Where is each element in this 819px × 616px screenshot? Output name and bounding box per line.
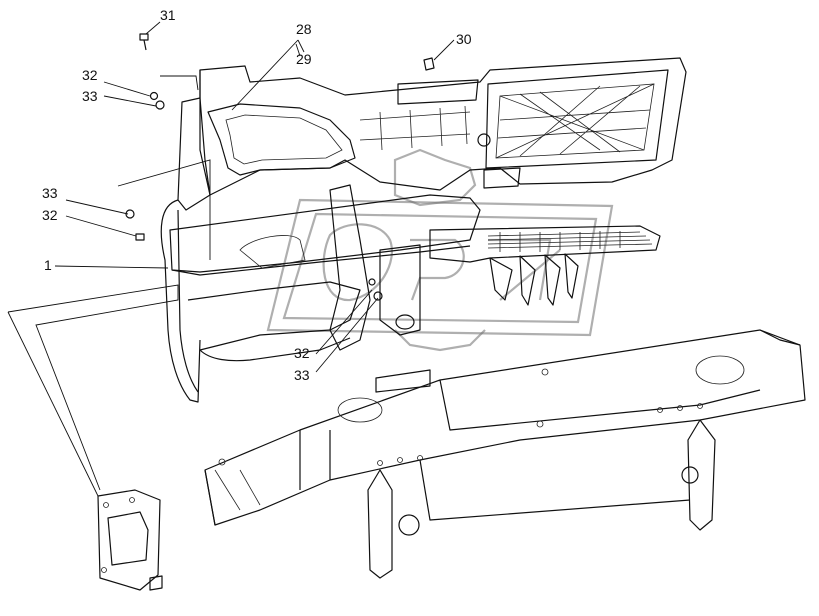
watermark-logo <box>266 148 614 352</box>
cab-floor-assembly <box>160 57 687 403</box>
chassis-cross-member <box>204 329 806 579</box>
callout-32-left: 32 <box>42 207 58 223</box>
callout-labels: 31 28 29 30 32 33 33 32 1 32 33 <box>42 7 472 383</box>
leader-lines <box>7 21 455 497</box>
callout-28: 28 <box>296 21 312 37</box>
fasteners <box>125 33 435 301</box>
callout-32-bottom: 32 <box>294 345 310 361</box>
callout-32-top: 32 <box>82 67 98 83</box>
callout-29: 29 <box>296 51 312 67</box>
mounting-bracket <box>97 489 163 591</box>
callout-33-left: 33 <box>42 185 58 201</box>
callout-1: 1 <box>44 257 52 273</box>
callout-30: 30 <box>456 31 472 47</box>
callout-33-bottom: 33 <box>294 367 310 383</box>
callout-33-top: 33 <box>82 88 98 104</box>
callout-31: 31 <box>160 7 176 23</box>
